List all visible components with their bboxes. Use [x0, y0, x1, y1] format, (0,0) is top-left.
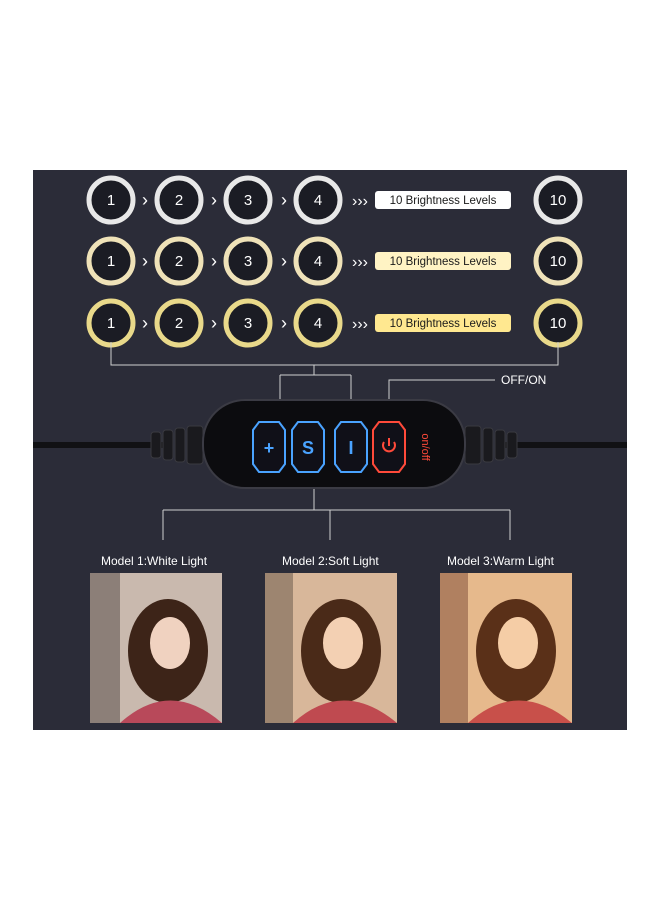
level-1-ring — [86, 175, 136, 225]
minus-icon: I — [348, 438, 353, 458]
arrow-icon: › — [281, 313, 287, 333]
level-4-ring — [293, 298, 343, 348]
brightness-pill-label: 10 Brightness Levels — [390, 318, 497, 330]
level-10-ring — [533, 236, 583, 286]
triple-arrow-icon: ››› — [352, 316, 368, 333]
brightness-pill-label: 10 Brightness Levels — [390, 195, 497, 207]
level-4-ring — [293, 236, 343, 286]
cable-strain-relief-left — [150, 425, 204, 465]
triple-arrow-icon: ››› — [352, 193, 368, 210]
brightness-pill — [375, 314, 511, 332]
level-2-label: 2 — [175, 315, 183, 332]
plus-button[interactable]: + — [252, 421, 286, 473]
arrow-icon: › — [211, 251, 217, 271]
level-2-label: 2 — [175, 192, 183, 209]
model-2-photo — [265, 573, 397, 723]
level-4-label: 4 — [314, 192, 322, 209]
mode-button[interactable]: S — [291, 421, 325, 473]
level-10-label: 10 — [550, 315, 567, 332]
brightness-pill-label: 10 Brightness Levels — [390, 256, 497, 268]
brightness-pill — [375, 252, 511, 270]
level-1-ring — [86, 236, 136, 286]
model-1-photo — [90, 573, 222, 723]
arrow-icon: › — [142, 313, 148, 333]
level-3-label: 3 — [244, 253, 252, 270]
arrow-icon: › — [281, 190, 287, 210]
level-4-ring — [293, 175, 343, 225]
level-3-ring — [223, 175, 273, 225]
level-2-label: 2 — [175, 253, 183, 270]
minus-button[interactable]: I — [334, 421, 368, 473]
level-3-label: 3 — [244, 315, 252, 332]
usb-cable — [33, 425, 627, 465]
level-3-ring — [223, 236, 273, 286]
level-10-label: 10 — [550, 192, 567, 209]
level-3-label: 3 — [244, 192, 252, 209]
arrow-icon: › — [281, 251, 287, 271]
plus-icon: + — [264, 438, 275, 458]
cable-strain-relief-right — [464, 425, 518, 465]
level-2-ring — [154, 236, 204, 286]
arrow-icon: › — [211, 313, 217, 333]
power-label: on/off — [419, 433, 431, 461]
arrow-icon: › — [142, 251, 148, 271]
power-button[interactable] — [372, 421, 406, 473]
level-2-ring — [154, 298, 204, 348]
level-1-label: 1 — [107, 315, 115, 332]
level-3-ring — [223, 298, 273, 348]
triple-arrow-icon: ››› — [352, 254, 368, 271]
level-1-label: 1 — [107, 253, 115, 270]
model-3-label: Model 3:Warm Light — [447, 554, 555, 568]
arrow-icon: › — [142, 190, 148, 210]
power-icon — [382, 438, 396, 453]
remote-controller: + S I on/off — [202, 399, 466, 489]
level-2-ring — [154, 175, 204, 225]
level-1-label: 1 — [107, 192, 115, 209]
level-10-ring — [533, 175, 583, 225]
offon-label: OFF/ON — [501, 373, 546, 387]
level-10-label: 10 — [550, 253, 567, 270]
model-1-label: Model 1:White Light — [101, 554, 208, 568]
level-4-label: 4 — [314, 315, 322, 332]
model-2-label: Model 2:Soft Light — [282, 554, 379, 568]
arrow-icon: › — [211, 190, 217, 210]
level-4-label: 4 — [314, 253, 322, 270]
brightness-pill — [375, 191, 511, 209]
mode-icon: S — [302, 438, 314, 458]
model-3-photo — [440, 573, 572, 723]
